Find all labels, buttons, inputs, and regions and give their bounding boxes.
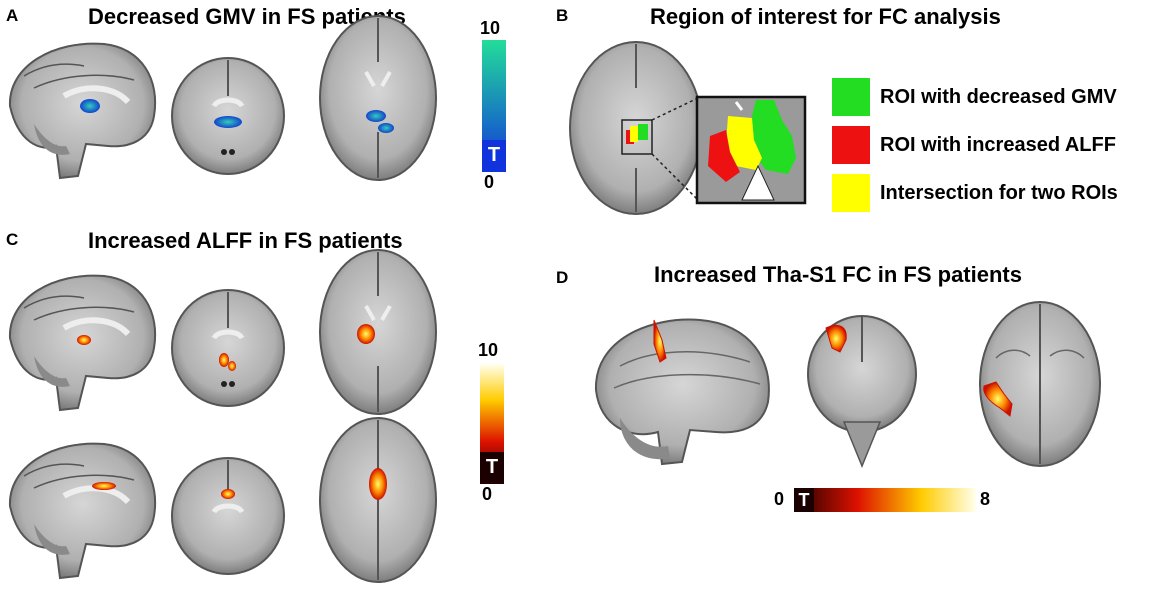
panel-c-axial-brain-1 [319,249,437,415]
panel-d-letter: D [556,268,569,287]
panel-c-coronal-brain-2 [171,457,285,575]
panel-c-scale-min: 0 [482,484,493,504]
panel-c-sagittal-brain-2 [8,442,157,580]
legend-item-intersection: Intersection for two ROIs [832,174,1118,212]
panel-a-scale-min: 0 [484,172,495,192]
panel-c-title: Increased ALFF in FS patients [88,228,403,253]
legend-swatch-green [832,78,870,116]
panel-b-zoom-inset [695,95,807,205]
panel-c-letter: C [6,230,19,249]
legend-swatch-yellow [832,174,870,212]
panel-d-axial-brain [979,301,1101,467]
panel-d-scale-symbol: T [794,488,814,512]
panel-d-title: Increased Tha-S1 FC in FS patients [654,262,1022,287]
panel-d-scale-max: 8 [980,489,991,509]
legend-swatch-red [832,126,870,164]
panel-a-scale-symbol: T [482,140,506,170]
panel-c-sagittal-brain-1 [8,274,157,412]
legend-item-increased-alff: ROI with increased ALFF [832,126,1116,164]
legend-label: ROI with decreased GMV [880,85,1117,108]
panel-d-colorbar [794,488,976,512]
panel-c-scale-symbol: T [480,452,504,482]
panel-b-title: Region of interest for FC analysis [650,4,1001,29]
panel-a-letter: A [6,6,19,25]
panel-c-coronal-brain-1 [171,289,285,407]
panel-d-sagittal-brain [594,318,770,466]
panel-a-axial-brain [319,15,437,181]
panel-d-scale-min: 0 [774,489,785,509]
panel-a-scale-max: 10 [480,18,501,38]
legend-item-decreased-gmv: ROI with decreased GMV [832,78,1117,116]
panel-d-coronal-brain [807,315,917,468]
panel-b-zoom-connectors [651,97,699,201]
panel-a-coronal-brain [171,57,285,175]
panel-c-scale-max: 10 [478,340,499,360]
panel-a-sagittal-brain [8,42,157,180]
legend-label: Intersection for two ROIs [880,181,1118,204]
panel-b-letter: B [556,6,569,25]
panel-c-axial-brain-2 [319,417,437,583]
legend-label: ROI with increased ALFF [880,133,1116,156]
